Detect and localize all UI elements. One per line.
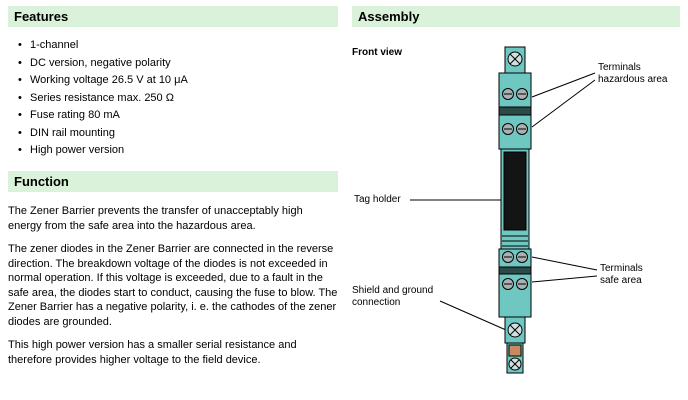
feature-item: Series resistance max. 250 Ω — [18, 92, 338, 105]
leader-terminals-hazardous-1 — [531, 72, 596, 98]
zener-barrier-front-view-drawing — [410, 46, 598, 374]
features-list: 1-channel DC version, negative polarity … — [8, 39, 338, 157]
assembly-header: Assembly — [352, 6, 680, 27]
shield-clamp — [508, 344, 522, 357]
leader-lines — [410, 72, 598, 331]
screw-hatch — [509, 324, 521, 336]
right-column: Assembly — [352, 6, 680, 400]
function-paragraph: The zener diodes in the Zener Barrier ar… — [8, 243, 338, 328]
screw-hatch — [509, 53, 521, 65]
feature-item: Fuse rating 80 mA — [18, 109, 338, 122]
function-paragraph: The Zener Barrier prevents the transfer … — [8, 205, 303, 232]
feature-item: 1-channel — [18, 39, 338, 52]
assembly-title: Assembly — [358, 9, 420, 24]
front-view-label: Front view — [352, 47, 403, 58]
assembly-diagram: Front view Terminals hazardous area Tag … — [352, 39, 680, 384]
label-terminals-safe-area: Terminals safe area — [600, 263, 643, 286]
features-title: Features — [14, 9, 69, 24]
features-header: Features — [8, 6, 338, 27]
screw-hatch — [510, 359, 520, 369]
function-paragraph: This high power version has a smaller se… — [8, 339, 297, 366]
feature-item: High power version — [18, 144, 338, 157]
feature-item: DIN rail mounting — [18, 127, 338, 140]
tag-holder-window — [503, 151, 527, 231]
lower-divider-band — [498, 266, 532, 275]
leader-shield-ground — [439, 300, 507, 331]
label-tag-holder: Tag holder — [354, 194, 401, 205]
leader-terminals-safe-2 — [531, 275, 598, 283]
function-title: Function — [14, 174, 69, 189]
label-shield-ground-connection: Shield and ground connection — [352, 285, 434, 308]
function-header: Function — [8, 171, 338, 192]
upper-divider-band — [498, 106, 532, 116]
feature-item: DC version, negative polarity — [18, 57, 338, 70]
leader-terminals-hazardous-2 — [531, 79, 596, 128]
feature-item: Working voltage 26.5 V at 10 μA — [18, 74, 338, 87]
device-body — [498, 46, 532, 374]
leader-terminals-safe-1 — [531, 256, 598, 271]
label-terminals-hazardous-area: Terminals hazardous area — [598, 62, 668, 85]
left-column: Features 1-channel DC version, negative … — [8, 6, 338, 400]
